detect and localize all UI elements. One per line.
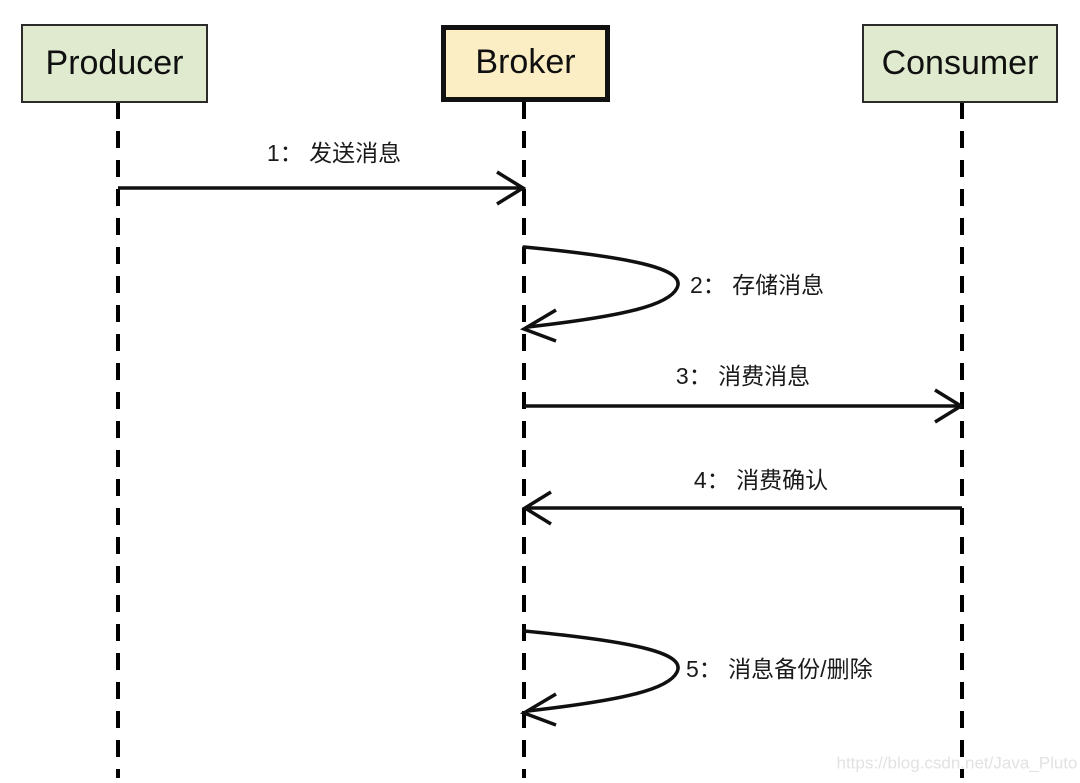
message-4-label: 4： 消费确认 <box>694 467 828 493</box>
participant-label-producer: Producer <box>46 44 184 82</box>
message-3[interactable]: 3： 消费消息 <box>524 363 965 424</box>
message-5-label: 5： 消息备份/删除 <box>686 656 873 682</box>
message-3-label: 3： 消费消息 <box>676 363 810 389</box>
participant-box-consumer[interactable] <box>862 24 1058 103</box>
message-4[interactable]: 4： 消费确认 <box>521 467 962 526</box>
message-2[interactable]: 2： 存储消息 <box>519 245 824 343</box>
message-1[interactable]: 1： 发送消息 <box>118 140 527 206</box>
message-2-arrowhead <box>519 308 557 343</box>
message-3-arrowhead <box>934 388 965 424</box>
watermark-label: https://blog.csdn.net/Java_Pluto <box>837 753 1078 772</box>
message-5[interactable]: 5： 消息备份/删除 <box>519 629 873 727</box>
message-1-label: 1： 发送消息 <box>267 140 401 166</box>
participant-producer[interactable]: Producer <box>21 24 208 103</box>
message-1-arrowhead <box>496 170 527 206</box>
participant-box-producer[interactable] <box>21 24 208 103</box>
participant-label-consumer: Consumer <box>882 44 1039 82</box>
message-5-curve <box>522 629 680 713</box>
participant-consumer[interactable]: Consumer <box>862 24 1058 103</box>
participant-broker[interactable]: Broker <box>441 25 610 102</box>
participant-label-broker: Broker <box>475 43 575 81</box>
message-4-arrowhead <box>521 490 552 526</box>
message-2-curve <box>522 245 680 329</box>
message-2-label: 2： 存储消息 <box>690 272 824 298</box>
participant-box-broker[interactable] <box>441 25 610 102</box>
message-5-arrowhead <box>519 692 557 727</box>
lifelines-group <box>116 102 964 778</box>
